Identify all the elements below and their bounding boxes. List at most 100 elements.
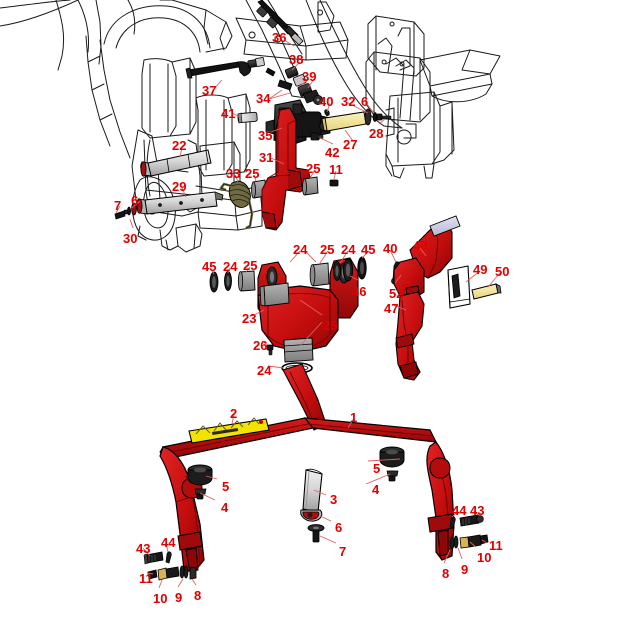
- callout-number-33: 33: [226, 166, 241, 181]
- part-29-tube: [136, 191, 224, 215]
- callout-number-24b: 24: [341, 242, 356, 257]
- callout-leader-lines: [115, 39, 501, 589]
- part-5-rubber-stop-left: [187, 464, 213, 486]
- callout-number-25a: 25: [306, 161, 321, 176]
- callout-number-5b: 5: [222, 479, 230, 494]
- callout-number-9b: 9: [461, 562, 469, 577]
- callout-number-25e: 25: [323, 318, 338, 333]
- callout-number-11c: 11: [139, 571, 153, 586]
- callout-number-8a: 8: [194, 588, 202, 603]
- part-42-bolt: [310, 132, 324, 141]
- part-50-yellow-pin: [471, 283, 502, 300]
- callout-number-5a: 5: [373, 461, 381, 476]
- callout-number-40b: 40: [383, 241, 398, 256]
- callout-number-23: 23: [242, 311, 257, 326]
- part-25-bush-right: [302, 176, 319, 196]
- callout-number-6c: 6: [335, 520, 343, 535]
- callout-number-25c: 25: [320, 242, 335, 257]
- part-36-hydraulic-hose: [256, 0, 304, 46]
- part-49-bracket: [447, 265, 471, 309]
- callout-number-40: 40: [319, 94, 334, 109]
- part-25-24-45-46-bush-row-right: [309, 256, 367, 287]
- callout-number-25b: 25: [245, 166, 260, 181]
- callout-number-52: 52: [389, 286, 404, 301]
- callout-number-8b: 8: [442, 566, 450, 581]
- callout-number-10b: 10: [477, 550, 492, 565]
- callout-number-37: 37: [202, 83, 217, 98]
- callout-number-49: 49: [473, 262, 488, 277]
- callout-number-29: 29: [172, 179, 187, 194]
- callout-number-7a: 7: [114, 198, 122, 213]
- part-5-rubber-stop-right: [379, 446, 405, 468]
- part-40-pin: [324, 109, 330, 117]
- callout-number-44b: 44: [161, 535, 176, 550]
- callout-number-39: 39: [302, 69, 317, 84]
- part-7-bolt-bottom: [312, 529, 320, 543]
- hardware-left-foot: [143, 551, 197, 581]
- callout-number-10a: 10: [153, 591, 168, 606]
- part-3-roller-pin: [302, 468, 323, 513]
- part-33-spring: [219, 180, 254, 230]
- callout-number-11b: 11: [489, 538, 503, 553]
- part-4-bolt-right: [386, 470, 399, 482]
- part-6-washer-small: [307, 524, 325, 532]
- callout-number-6a: 6: [361, 94, 369, 109]
- callout-number-2: 2: [230, 406, 238, 421]
- callout-number-31: 31: [259, 150, 274, 165]
- callout-number-1: 1: [350, 410, 358, 425]
- callout-number-46: 46: [352, 284, 367, 299]
- part-1-main-frame: [159, 363, 455, 573]
- callout-number-47: 47: [384, 301, 399, 316]
- callout-number-45b: 45: [202, 259, 217, 274]
- callout-number-26: 26: [253, 338, 268, 353]
- part-41-pin: [237, 111, 258, 124]
- part-25-bush-yoke-upper: [259, 282, 290, 307]
- part-45-24-25-bush-row-left: [209, 270, 256, 293]
- callout-number-44a: 44: [452, 503, 467, 518]
- part-32-washer: [364, 108, 372, 126]
- part-4-bolt-left: [194, 488, 207, 500]
- callout-number-32: 32: [341, 94, 356, 109]
- callout-number-42: 42: [325, 145, 340, 160]
- part-38-pin: [265, 67, 276, 77]
- callout-number-43b: 43: [136, 541, 151, 556]
- callout-number-30: 30: [123, 231, 138, 246]
- part-37-hydraulic-hose: [185, 57, 265, 79]
- callout-number-11a: 11: [329, 162, 343, 177]
- callout-number-3: 3: [330, 492, 338, 507]
- callout-number-41: 41: [221, 106, 236, 121]
- part-22-tube: [140, 149, 212, 177]
- callout-number-27: 27: [343, 137, 358, 152]
- callout-number-36: 36: [272, 30, 287, 45]
- part-11-nut-top: [329, 179, 339, 187]
- callout-number-9a: 9: [175, 590, 183, 605]
- part-26-bolt: [266, 344, 274, 356]
- callout-number-34: 34: [256, 91, 271, 106]
- callout-number-6b: 6: [131, 193, 139, 208]
- callout-number-48: 48: [413, 238, 428, 253]
- callout-number-4b: 4: [221, 500, 229, 515]
- callout-number-35: 35: [258, 128, 273, 143]
- part-30-6-7-hardware: [114, 202, 137, 220]
- callout-number-43a: 43: [470, 503, 485, 518]
- part-6-washer-28-bolt: [372, 112, 392, 122]
- hardware-right-foot: [449, 514, 489, 550]
- callout-number-22: 22: [172, 138, 187, 153]
- part-47-red-arm-lower: [395, 291, 425, 381]
- part-25-bush-yoke-lower: [283, 337, 314, 363]
- callout-number-45a: 45: [361, 242, 376, 257]
- part-6-washer-bottom: [300, 509, 323, 522]
- callout-number-50: 50: [495, 264, 510, 279]
- callout-number-4a: 4: [372, 482, 380, 497]
- callout-number-24c: 24: [223, 259, 238, 274]
- callout-number-24d: 24: [257, 363, 272, 378]
- callout-number-28: 28: [369, 126, 384, 141]
- ghost-machine-outline: [0, 0, 501, 253]
- callout-number-7b: 7: [339, 544, 347, 559]
- callout-number-24a: 24: [293, 242, 308, 257]
- callout-number-38: 38: [289, 52, 304, 67]
- part-2-warning-decal: [188, 417, 270, 444]
- part-31-red-arm: [261, 107, 313, 231]
